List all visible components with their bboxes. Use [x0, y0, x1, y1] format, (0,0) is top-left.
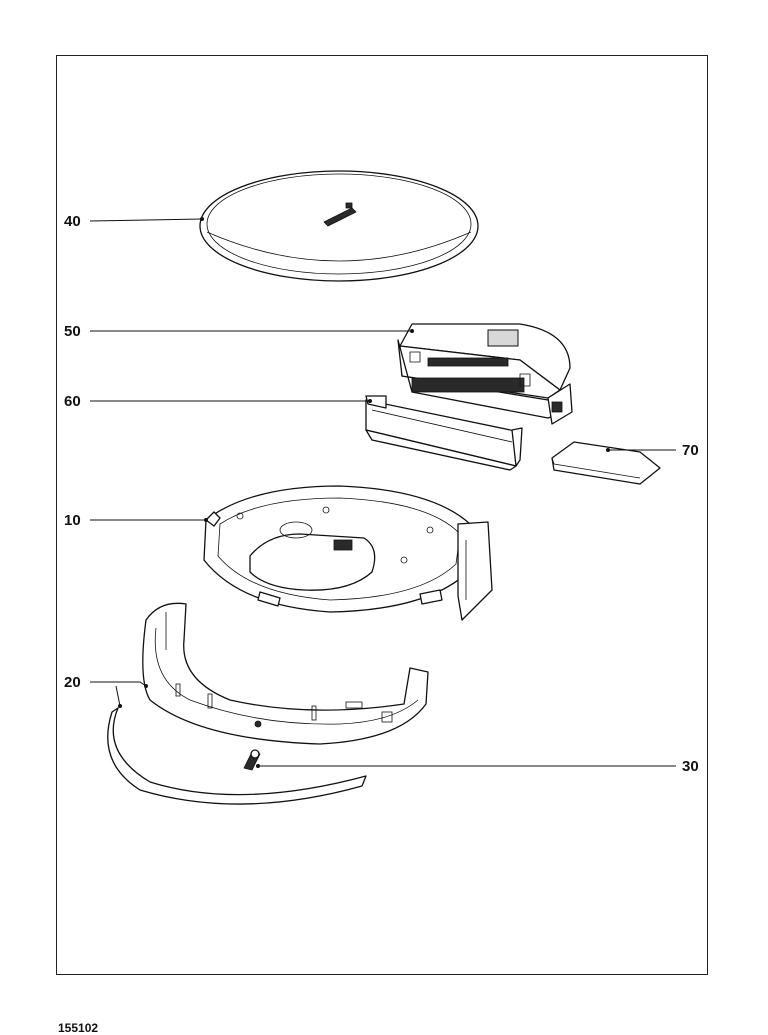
- callout-40: 40: [64, 213, 81, 230]
- leader-70-dot: [606, 448, 610, 452]
- part-10-base-chassis: [203, 485, 493, 621]
- part-40-top-cover: [199, 170, 479, 282]
- part-20-front-bumper: [142, 602, 429, 745]
- leader-20-strip: [115, 685, 121, 707]
- callout-50: 50: [64, 323, 81, 340]
- leader-20: [90, 681, 147, 687]
- callout-70: 70: [682, 442, 699, 459]
- filter-grille: [411, 357, 525, 393]
- leader-30-dot: [256, 764, 260, 768]
- leader-60-dot: [368, 399, 372, 403]
- callout-60: 60: [64, 393, 81, 410]
- part-30-screw: [243, 749, 261, 771]
- callout-20: 20: [64, 674, 81, 691]
- leader-20-dot: [144, 684, 148, 688]
- part-60-brush-strip: [365, 395, 523, 471]
- drawing-frame: [56, 55, 708, 975]
- leader-10-dot: [204, 518, 208, 522]
- part-70-filter-pad: [551, 441, 661, 485]
- leader-40: [89, 218, 203, 222]
- leader-50-dot: [410, 329, 414, 333]
- leader-20-strip-dot: [118, 704, 122, 708]
- part-50-dust-bin: [397, 323, 573, 425]
- part-20-bumper-strip: [107, 707, 367, 805]
- callout-10: 10: [64, 512, 81, 529]
- callout-30: 30: [682, 758, 699, 775]
- leader-40-dot: [200, 217, 204, 221]
- document-number: 155102: [58, 1021, 99, 1035]
